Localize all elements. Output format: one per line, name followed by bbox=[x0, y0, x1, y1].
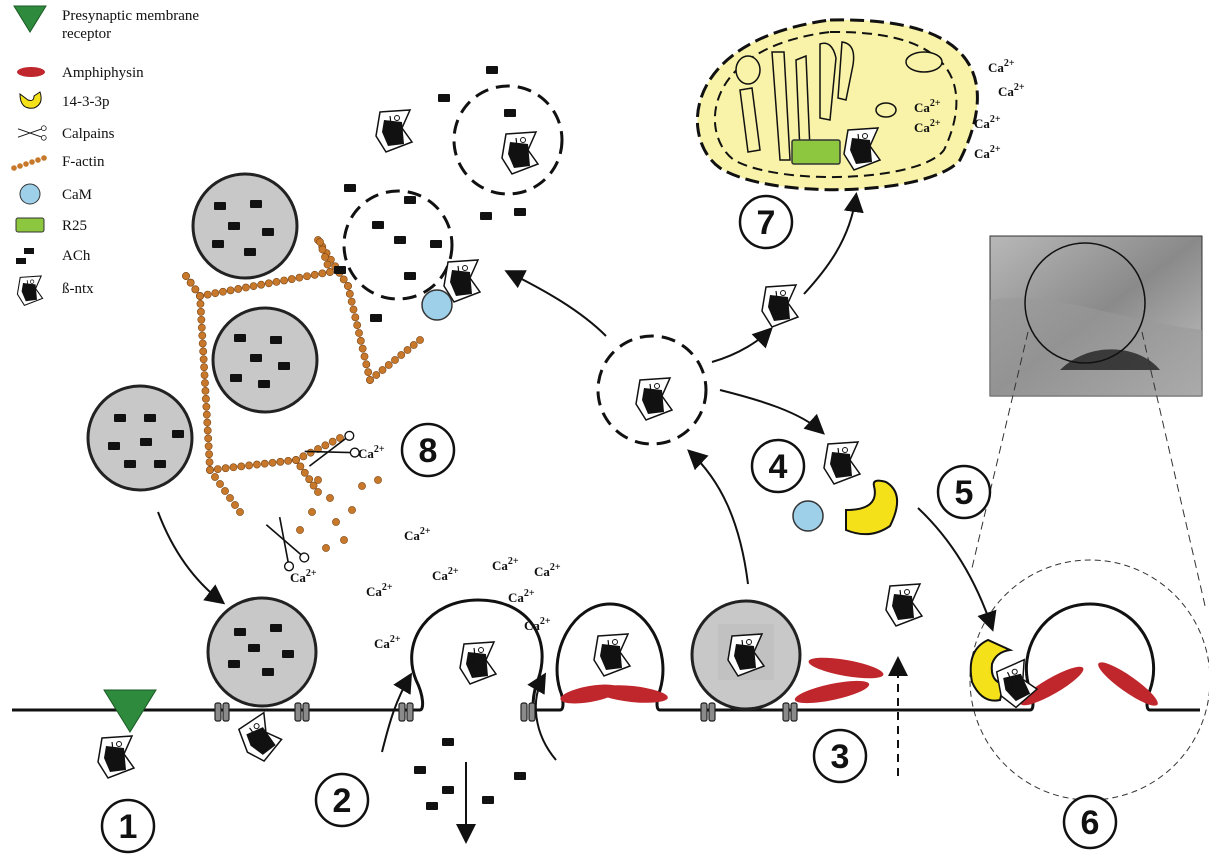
vesicle-pool bbox=[86, 172, 319, 492]
step-circle bbox=[400, 422, 456, 478]
p1433-legend-icon bbox=[19, 91, 42, 109]
step-number: 1 bbox=[119, 808, 138, 846]
ntx-icon bbox=[823, 441, 861, 485]
calpain-scissors-icon bbox=[260, 513, 312, 574]
step-number: 2 bbox=[333, 782, 352, 820]
step-number: 6 bbox=[1081, 804, 1100, 842]
zoom-circle bbox=[969, 559, 1209, 801]
empty-vesicle bbox=[596, 334, 708, 446]
legend-bntx: ß-ntx bbox=[62, 281, 94, 297]
ntx-icon bbox=[375, 109, 413, 153]
legend-amphiphysin: Amphiphysin bbox=[62, 65, 144, 81]
calcium-label: Ca2+ bbox=[988, 58, 1015, 75]
legend: Presynaptic membrane receptor Amphiphysi… bbox=[11, 5, 199, 306]
calcium-label: Ca2+ bbox=[534, 562, 561, 579]
ntx-icon bbox=[761, 284, 799, 328]
step-number: 7 bbox=[757, 204, 776, 242]
calcium-label: Ca2+ bbox=[366, 582, 393, 599]
ntx-icon bbox=[593, 633, 631, 677]
ntx-icon bbox=[97, 735, 135, 779]
amphiphysin-legend-icon bbox=[17, 67, 45, 77]
empty-vesicle bbox=[452, 84, 564, 196]
receptor-legend-icon bbox=[13, 5, 47, 33]
amphiphysin-group bbox=[560, 657, 1158, 706]
legend-receptor-line2: receptor bbox=[62, 26, 111, 42]
ntx-icon bbox=[885, 583, 923, 627]
legend-calpains: Calpains bbox=[62, 126, 115, 142]
r25-icon bbox=[791, 139, 841, 165]
p1433-icon bbox=[845, 479, 898, 536]
legend-ach: ACh bbox=[62, 248, 91, 264]
ntx-icon bbox=[635, 377, 673, 421]
cam-icon bbox=[421, 289, 453, 321]
calcium-channels bbox=[214, 702, 798, 722]
calcium-label: Ca2+ bbox=[492, 556, 519, 573]
calcium-label: Ca2+ bbox=[998, 82, 1025, 99]
cam-legend-icon bbox=[19, 183, 41, 205]
step-circle bbox=[812, 728, 868, 784]
legend-r25: R25 bbox=[62, 218, 87, 234]
dashed-vesicles-top bbox=[342, 84, 564, 301]
zoom-line bbox=[1141, 331, 1207, 611]
calpain-legend-icon bbox=[17, 125, 47, 141]
calcium-label: Ca2+ bbox=[290, 568, 317, 585]
step-circle bbox=[738, 194, 794, 250]
r25-legend-icon bbox=[15, 217, 45, 233]
vesicle bbox=[191, 172, 299, 280]
vesicle bbox=[211, 306, 319, 414]
calcium-label: Ca2+ bbox=[508, 588, 535, 605]
calcium-label: Ca2+ bbox=[374, 634, 401, 651]
calcium-label: Ca2+ bbox=[524, 616, 551, 633]
step-number: 3 bbox=[831, 738, 850, 776]
docked-vesicle bbox=[206, 596, 318, 708]
step-circle bbox=[750, 438, 806, 494]
bntx-legend-icon bbox=[16, 275, 44, 306]
receptor-icon bbox=[103, 689, 157, 733]
presynaptic-membrane bbox=[12, 598, 1200, 712]
step-markers: 1 2 3 4 5 6 7 8 bbox=[100, 194, 1118, 854]
legend-cam: CaM bbox=[62, 187, 92, 203]
step-number: 5 bbox=[955, 474, 974, 512]
calcium-label: Ca2+ bbox=[974, 144, 1001, 161]
step-circle bbox=[314, 772, 370, 828]
ntx-icon bbox=[233, 710, 288, 767]
legend-receptor: Presynaptic membrane bbox=[62, 8, 199, 24]
factin-legend-icon bbox=[11, 155, 47, 171]
calpain-scissors-icon bbox=[302, 429, 362, 473]
legend-p1433: 14-3-3p bbox=[62, 94, 110, 110]
mitochondrion bbox=[695, 18, 979, 192]
calcium-label: Ca2+ bbox=[432, 566, 459, 583]
zoom-line bbox=[971, 331, 1029, 569]
pathway-arrows bbox=[157, 192, 997, 844]
ntx-icon bbox=[459, 641, 497, 685]
ach-legend-icon bbox=[16, 248, 34, 264]
calcium-label: Ca2+ bbox=[404, 526, 431, 543]
ntx-icon bbox=[501, 131, 539, 175]
empty-vesicle bbox=[342, 189, 454, 301]
step-number: 4 bbox=[769, 448, 788, 486]
calcium-label: Ca2+ bbox=[974, 114, 1001, 131]
calcium-label: Ca2+ bbox=[358, 444, 385, 461]
step-number: 8 bbox=[419, 432, 438, 470]
step-circle bbox=[936, 464, 992, 520]
cam-icon bbox=[792, 500, 824, 532]
em-inset bbox=[989, 235, 1203, 397]
ach-released bbox=[414, 738, 526, 810]
legend-factin: F-actin bbox=[62, 154, 105, 170]
step-circle bbox=[1062, 794, 1118, 850]
step-circle bbox=[100, 798, 156, 854]
vesicle bbox=[86, 384, 194, 492]
